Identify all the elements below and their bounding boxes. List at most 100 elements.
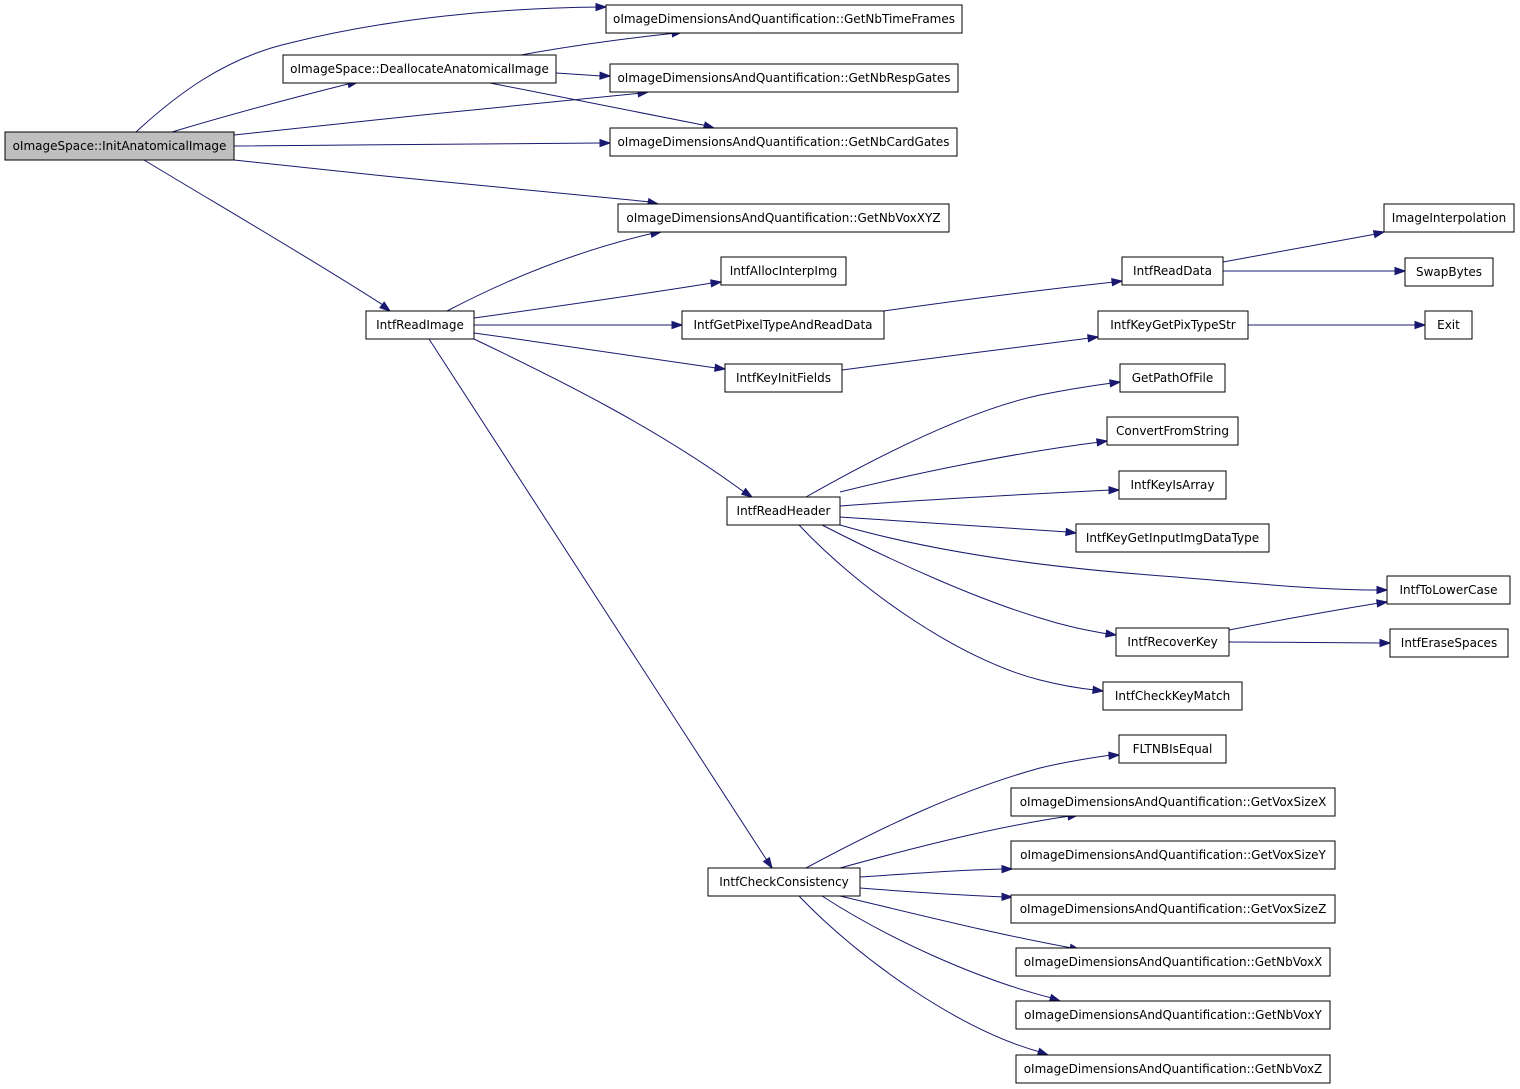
node-label: ConvertFromString: [1116, 424, 1229, 438]
arrowhead: [1379, 638, 1392, 648]
node-intf-key-is-array[interactable]: IntfKeyIsArray: [1118, 470, 1227, 500]
node-label: oImageDimensionsAndQuantification::GetNb…: [1024, 1008, 1322, 1022]
call-edge: [805, 379, 1122, 498]
call-edge: [555, 71, 612, 80]
node-intf-check-key-match[interactable]: IntfCheckKeyMatch: [1102, 681, 1243, 711]
edge-line: [883, 281, 1115, 312]
node-intf-recover-key[interactable]: IntfRecoverKey: [1115, 627, 1230, 657]
node-intf-get-pixel-type-and-read-data[interactable]: IntfGetPixelTypeAndReadData: [681, 310, 885, 340]
call-edge: [798, 524, 1105, 694]
node-get-nb-time-frames[interactable]: oImageDimensionsAndQuantification::GetNb…: [605, 4, 963, 34]
call-edge: [489, 82, 716, 130]
edge-line: [805, 754, 1112, 869]
edge-line: [135, 6, 601, 133]
arrowhead: [1109, 379, 1122, 388]
arrowhead: [740, 487, 754, 498]
arrowhead: [379, 301, 392, 312]
node-get-nb-vox-x[interactable]: oImageDimensionsAndQuantification::GetNb…: [1015, 947, 1331, 977]
call-edge: [428, 338, 773, 870]
call-edge: [821, 524, 1118, 638]
arrowhead: [1108, 486, 1121, 495]
call-edge: [233, 138, 612, 148]
edge-line: [841, 337, 1091, 371]
node-exit[interactable]: Exit: [1424, 310, 1473, 340]
call-edge: [520, 29, 684, 56]
node-label: GetPathOfFile: [1132, 371, 1214, 385]
arrowhead: [1092, 685, 1105, 694]
call-edge: [798, 895, 1050, 1056]
edge-line: [446, 232, 655, 312]
call-edge: [883, 278, 1124, 312]
node-get-vox-size-y[interactable]: oImageDimensionsAndQuantification::GetVo…: [1010, 840, 1336, 870]
node-label: IntfReadData: [1133, 264, 1212, 278]
edge-line: [859, 887, 1005, 898]
node-intf-key-init-fields[interactable]: IntfKeyInitFields: [724, 363, 843, 393]
node-get-nb-resp-gates[interactable]: oImageDimensionsAndQuantification::GetNb…: [609, 63, 959, 93]
node-intf-erase-spaces[interactable]: IntfEraseSpaces: [1389, 628, 1509, 658]
call-edge: [1222, 230, 1386, 263]
arrowhead: [1376, 599, 1389, 608]
call-edge: [473, 320, 684, 330]
node-get-path-of-file[interactable]: GetPathOfFile: [1119, 363, 1226, 393]
edge-line: [473, 282, 713, 319]
edge-line: [805, 382, 1113, 498]
node-intf-key-get-input-img-data-type[interactable]: IntfKeyGetInputImgDataType: [1075, 523, 1270, 553]
node-label: oImageDimensionsAndQuantification::GetVo…: [1020, 848, 1326, 862]
node-label: IntfKeyIsArray: [1131, 478, 1215, 492]
node-label: IntfReadImage: [376, 318, 464, 332]
node-intf-alloc-interp-img[interactable]: IntfAllocInterpImg: [720, 256, 847, 286]
node-fltnb-is-equal[interactable]: FLTNBIsEqual: [1118, 734, 1227, 764]
node-get-nb-card-gates[interactable]: oImageDimensionsAndQuantification::GetNb…: [609, 127, 958, 157]
arrowhead: [1111, 278, 1124, 287]
call-edge: [859, 887, 1014, 901]
edge-line: [555, 72, 603, 77]
node-deallocate-anatomical-image[interactable]: oImageSpace::DeallocateAnatomicalImage: [282, 54, 557, 84]
node-label: oImageSpace::DeallocateAnatomicalImage: [290, 62, 549, 76]
node-label: IntfReadHeader: [737, 504, 831, 518]
arrowhead: [1001, 892, 1014, 901]
node-intf-key-get-pix-type-str[interactable]: IntfKeyGetPixTypeStr: [1097, 310, 1249, 340]
node-get-nb-vox-xyz[interactable]: oImageDimensionsAndQuantification::GetNb…: [617, 203, 950, 233]
node-label: oImageSpace::InitAnatomicalImage: [13, 139, 227, 153]
node-get-nb-vox-y[interactable]: oImageDimensionsAndQuantification::GetNb…: [1015, 1000, 1331, 1030]
call-nodes: oImageSpace::InitAnatomicalImage oImageS…: [4, 4, 1515, 1084]
node-label: oImageDimensionsAndQuantification::GetVo…: [1020, 902, 1327, 916]
edge-line: [428, 338, 769, 863]
edge-line: [859, 868, 1005, 878]
node-image-interpolation[interactable]: ImageInterpolation: [1383, 203, 1515, 233]
node-intf-check-consistency[interactable]: IntfCheckConsistency: [707, 867, 861, 897]
edge-line: [839, 489, 1112, 507]
edge-line: [143, 159, 384, 306]
call-edge: [839, 524, 1389, 595]
arrowhead: [595, 2, 608, 12]
node-get-vox-size-z[interactable]: oImageDimensionsAndQuantification::GetVo…: [1010, 894, 1336, 924]
node-intf-read-header[interactable]: IntfReadHeader: [726, 496, 841, 526]
node-intf-read-data[interactable]: IntfReadData: [1121, 256, 1224, 286]
call-edge: [1247, 320, 1427, 330]
edge-line: [839, 441, 1101, 493]
call-edge: [839, 516, 1078, 537]
call-edge: [805, 751, 1121, 869]
edge-line: [489, 82, 709, 127]
node-intf-read-image[interactable]: IntfReadImage: [365, 310, 475, 340]
edge-line: [473, 332, 717, 369]
node-get-nb-vox-z[interactable]: oImageDimensionsAndQuantification::GetNb…: [1015, 1054, 1331, 1084]
arrowhead: [671, 320, 684, 330]
node-intf-to-lower-case[interactable]: IntfToLowerCase: [1386, 575, 1511, 605]
node-swap-bytes[interactable]: SwapBytes: [1404, 257, 1494, 287]
edge-line: [233, 159, 652, 203]
call-edge: [473, 338, 754, 498]
node-convert-from-string[interactable]: ConvertFromString: [1106, 416, 1239, 446]
edge-line: [233, 92, 643, 136]
call-edge: [839, 486, 1121, 507]
node-get-vox-size-x[interactable]: oImageDimensionsAndQuantification::GetVo…: [1010, 787, 1336, 817]
edge-line: [1228, 641, 1383, 644]
node-label: FLTNBIsEqual: [1133, 742, 1213, 756]
arrowhead: [599, 71, 612, 80]
arrowhead: [710, 279, 723, 288]
call-edge: [143, 159, 392, 312]
call-edge: [233, 89, 650, 136]
call-edge: [135, 2, 608, 133]
edge-line: [171, 82, 353, 133]
